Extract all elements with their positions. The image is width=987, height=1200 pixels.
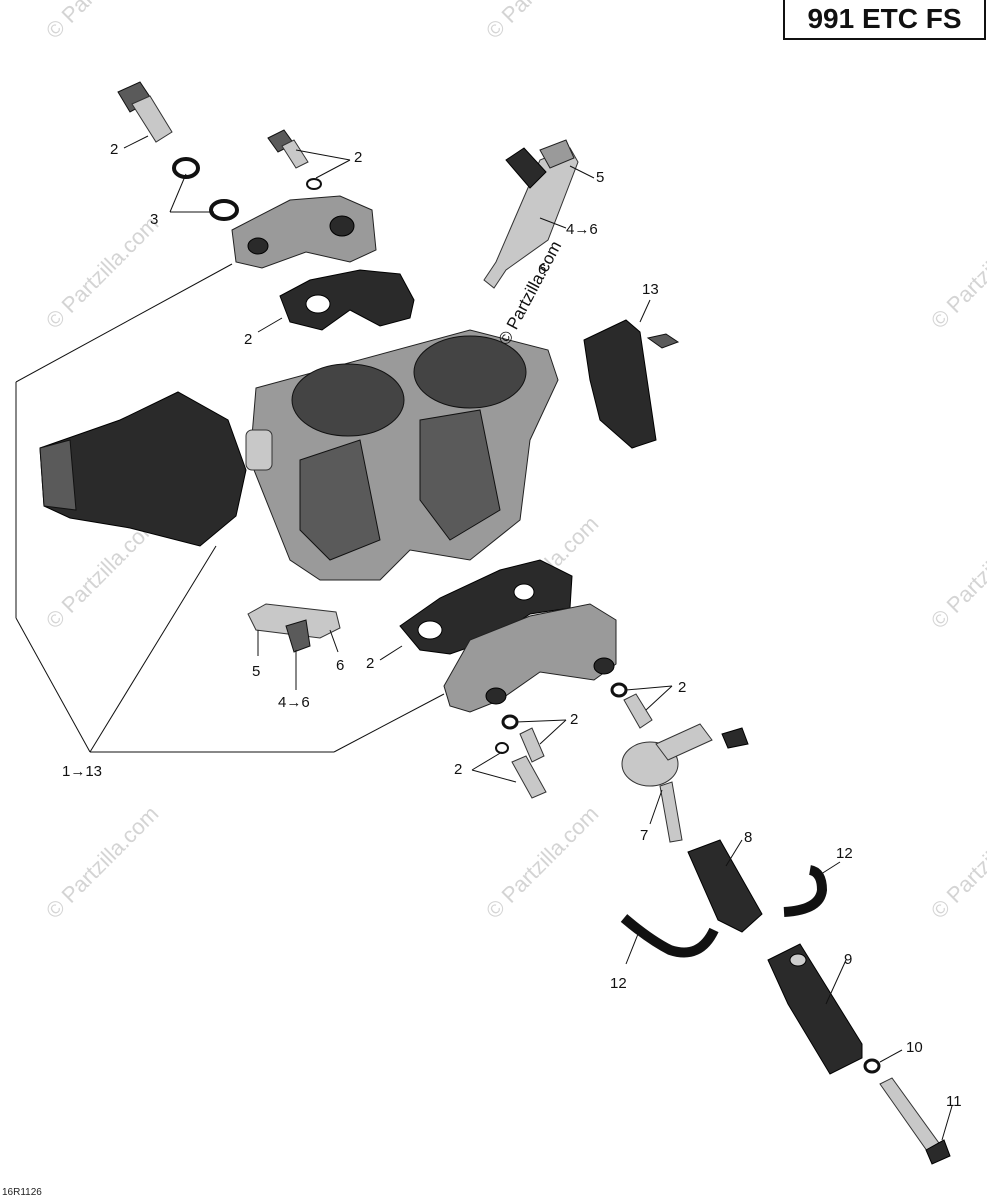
watermark-text: © Partzilla.com: [926, 801, 987, 924]
watermark-text: © Partzilla.com: [41, 801, 164, 924]
gasket-upper: [279, 269, 415, 331]
small-bolt: [267, 129, 309, 169]
washer: [495, 742, 509, 754]
callout-label: 2: [678, 679, 686, 696]
watermark-text: © Partzilla.com: [481, 0, 604, 44]
watermark-text: © Partzilla.com: [926, 211, 987, 334]
callout-label: 10: [906, 1039, 923, 1056]
small-fitting: [623, 693, 653, 729]
diagram-title: 991 ETC FS: [783, 0, 986, 40]
callout-label: 11: [946, 1093, 962, 1110]
callout-label: 2: [570, 711, 578, 728]
watermark-text: © Partzilla.com: [481, 801, 604, 924]
callout-label: 2: [366, 655, 374, 672]
washer: [863, 1058, 881, 1074]
watermark-text: © Partzilla.com: [926, 511, 987, 634]
callout-label: 5: [252, 663, 260, 680]
callout-label: 7: [640, 827, 648, 844]
throttle-position-sensor: [583, 319, 680, 449]
callout-label: 12: [610, 975, 627, 992]
callout-label: 4→6: [566, 221, 598, 238]
callout-labels: 2 3 2 2 5 4→6 6 13 5 6 4→6 2 1→13 2 2 2 …: [62, 141, 962, 1110]
fuel-injector-mid: [247, 603, 341, 653]
small-bolt: [511, 755, 547, 799]
callout-label: 2: [244, 331, 252, 348]
callout-label: 2: [454, 761, 462, 778]
callout-label: 13: [642, 281, 659, 298]
fuel-rail-lower: [443, 603, 617, 713]
o-ring: [209, 199, 239, 221]
callout-label: 9: [844, 951, 852, 968]
bolt-head: [925, 1139, 951, 1165]
callout-label: 8: [744, 829, 752, 846]
fuel-rail-upper: [231, 195, 377, 269]
callout-label: 12: [836, 845, 853, 862]
bolt-top-left: [117, 81, 173, 143]
fuel-hose: [783, 865, 828, 917]
callout-label: 1→13: [62, 763, 102, 780]
callout-label: 6: [336, 657, 344, 674]
watermark-text: © Partzilla.com: [41, 0, 164, 44]
watermark-text: © Partzilla.com: [41, 211, 164, 334]
hose-fitting: [687, 839, 763, 933]
callout-label: 4→6: [278, 694, 310, 711]
small-fitting: [519, 727, 545, 763]
fuel-hose: [620, 914, 719, 958]
callout-label: 3: [150, 211, 158, 228]
callout-label: 6: [538, 261, 546, 278]
fuel-injector-top: [483, 139, 579, 289]
o-ring: [501, 714, 519, 730]
fuel-pressure-regulator: [621, 723, 749, 843]
washer: [306, 178, 322, 190]
throttle-actuator: [39, 391, 273, 547]
footer-code: 16R1126: [2, 1187, 42, 1198]
throttle-body: [249, 329, 559, 581]
leader-lines: [15, 135, 953, 1141]
callout-label: 2: [110, 141, 118, 158]
mounting-bracket: [767, 943, 863, 1075]
callout-label: 5: [596, 169, 604, 186]
o-ring: [172, 157, 200, 179]
callout-label: 2: [354, 149, 362, 166]
o-ring: [610, 682, 628, 698]
